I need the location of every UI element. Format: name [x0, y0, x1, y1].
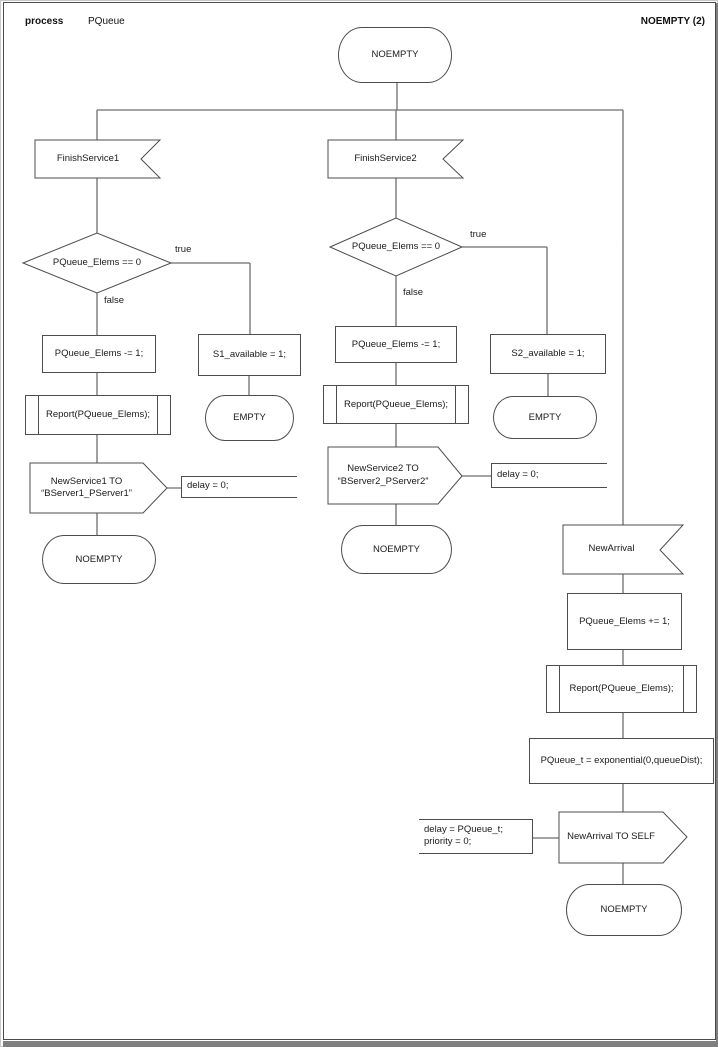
new-service2-output-shape — [327, 446, 463, 505]
decision1-diamond — [21, 232, 173, 294]
state-empty1: EMPTY — [205, 395, 294, 441]
state-empty2: EMPTY — [493, 396, 597, 439]
decision2-diamond — [328, 217, 464, 277]
task-s2-available: S2_available = 1; — [490, 334, 606, 374]
comment2-bracket — [491, 463, 607, 488]
input-new-arrival-label: NewArrival — [588, 543, 635, 555]
header-process-name: PQueue — [88, 16, 125, 27]
procedure-report1: Report(PQueue_Elems); — [25, 395, 171, 435]
decision2-false-label: false — [403, 287, 424, 298]
output-new-service1-label: NewService1 TO “BServer1_PServer1” — [41, 475, 132, 499]
state-noempty3: NOEMPTY — [566, 884, 682, 936]
comment3-text: delay = PQueue_t; priority = 0; — [424, 823, 503, 847]
state-noempty2: NOEMPTY — [341, 525, 452, 574]
state-noempty1: NOEMPTY — [42, 535, 156, 584]
output-new-arrival-self-label: NewArrival TO SELF — [567, 831, 655, 843]
finish-service2-input-shape — [327, 139, 465, 179]
input-finish-service2-label: FinishService2 — [354, 152, 417, 164]
task-s1-available: S1_available = 1; — [198, 334, 301, 376]
connector-lines — [96, 83, 624, 884]
procedure-report3: Report(PQueue_Elems); — [546, 665, 697, 713]
diagram-frame — [3, 2, 716, 1040]
decision1-label: PQueue_Elems == 0 — [52, 256, 142, 268]
page-shadow-bottom — [3, 1041, 718, 1047]
comment1-bracket — [181, 476, 297, 498]
decision1-false-label: false — [104, 295, 125, 306]
header-page-label: NOEMPTY (2) — [640, 16, 705, 27]
comment3-bracket — [419, 819, 533, 854]
page-shadow-right — [716, 3, 718, 1047]
task-sample-time: PQueue_t = exponential(0,queueDist); — [529, 738, 714, 784]
new-arrival-input-shape — [562, 524, 685, 575]
output-new-service2-label: NewService2 TO “BServer2_PServer2” — [337, 463, 429, 487]
finish-service1-input-shape — [34, 139, 162, 179]
input-finish-service1-label: FinishService1 — [56, 152, 120, 164]
decision2-label: PQueue_Elems == 0 — [351, 240, 441, 252]
comment2-text: delay = 0; — [497, 468, 539, 480]
new-arrival-self-output-shape — [558, 811, 688, 864]
new-service1-output-shape — [29, 462, 168, 514]
task-dequeue2: PQueue_Elems -= 1; — [335, 326, 457, 363]
task-dequeue1: PQueue_Elems -= 1; — [42, 335, 156, 373]
procedure-report2: Report(PQueue_Elems); — [323, 385, 469, 424]
decision1-true-label: true — [175, 244, 192, 255]
header-keyword: process — [25, 16, 64, 27]
state-start-noempty: NOEMPTY — [338, 27, 452, 83]
task-enqueue: PQueue_Elems += 1; — [567, 593, 682, 650]
decision2-true-label: true — [470, 229, 487, 240]
comment1-text: delay = 0; — [187, 480, 229, 492]
